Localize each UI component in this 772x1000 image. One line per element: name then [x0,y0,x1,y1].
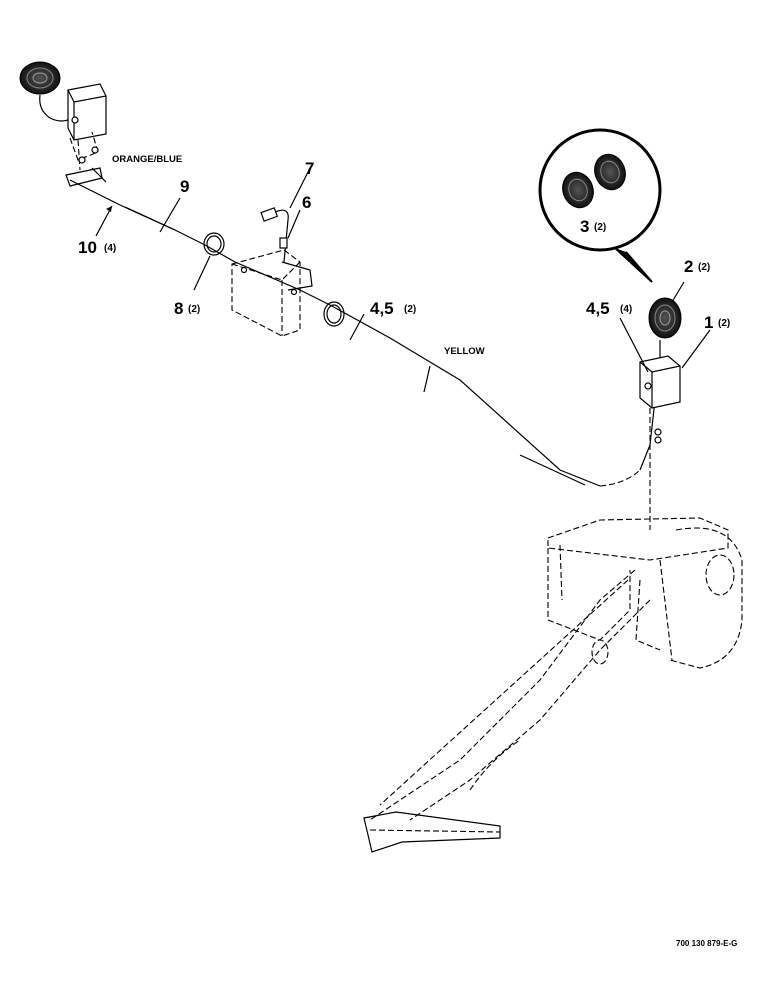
leader-lines [95,171,711,393]
callout-number: 1 [704,313,713,332]
wire-label-orange-blue: ORANGE/BLUE [112,154,182,165]
callout-number: 8 [174,299,183,318]
lens-detail-icon-2 [594,153,626,191]
callout-number: 2 [684,257,693,276]
wire-loop-left [203,232,225,256]
figure-reference: 700 130 879-E-G [676,939,737,948]
center-bracket [231,249,313,337]
callout-6: 6 [302,193,311,212]
callout-9: 9 [180,177,189,196]
callout-number: 9 [180,177,189,196]
lens-detail-icon [562,171,594,209]
machine-frame [363,517,743,853]
lens-detail-bubble [538,128,662,283]
wire-loop-right [323,301,345,327]
connector-pigtail [260,207,289,263]
callout-number: 6 [302,193,311,212]
callout-2: 2 (2) [684,257,710,276]
callout-number: 4,5 [586,299,610,318]
left-lamp-assembly [19,61,107,187]
callout-quantity: (4) [620,304,632,315]
callout-10: 10 (4) [78,238,116,257]
callout-number: 4,5 [370,299,394,318]
callout-quantity: (2) [698,262,710,273]
wire-label-yellow: YELLOW [444,346,485,357]
callout-quantity: (2) [594,222,606,233]
callout-quantity: (2) [404,304,416,315]
callout-number: 7 [305,159,314,178]
left-lamp-lens-icon [19,61,61,95]
callout-number: 10 [78,238,97,257]
callout-number: 3 [580,217,589,236]
right-lamp-lens-icon [648,297,682,339]
callout-quantity: (4) [104,243,116,254]
callout-7: 7 [305,159,314,178]
callout-3: 3 (2) [580,217,606,236]
callout-1: 1 (2) [704,313,730,332]
callout-8: 8 (2) [174,299,200,318]
callout-4-5-right: 4,5 (4) [586,299,632,318]
callout-quantity: (2) [718,318,730,329]
right-lamp-assembly [639,297,682,530]
callout-4-5-upper: 4,5 (2) [370,299,416,318]
callout-quantity: (2) [188,304,200,315]
